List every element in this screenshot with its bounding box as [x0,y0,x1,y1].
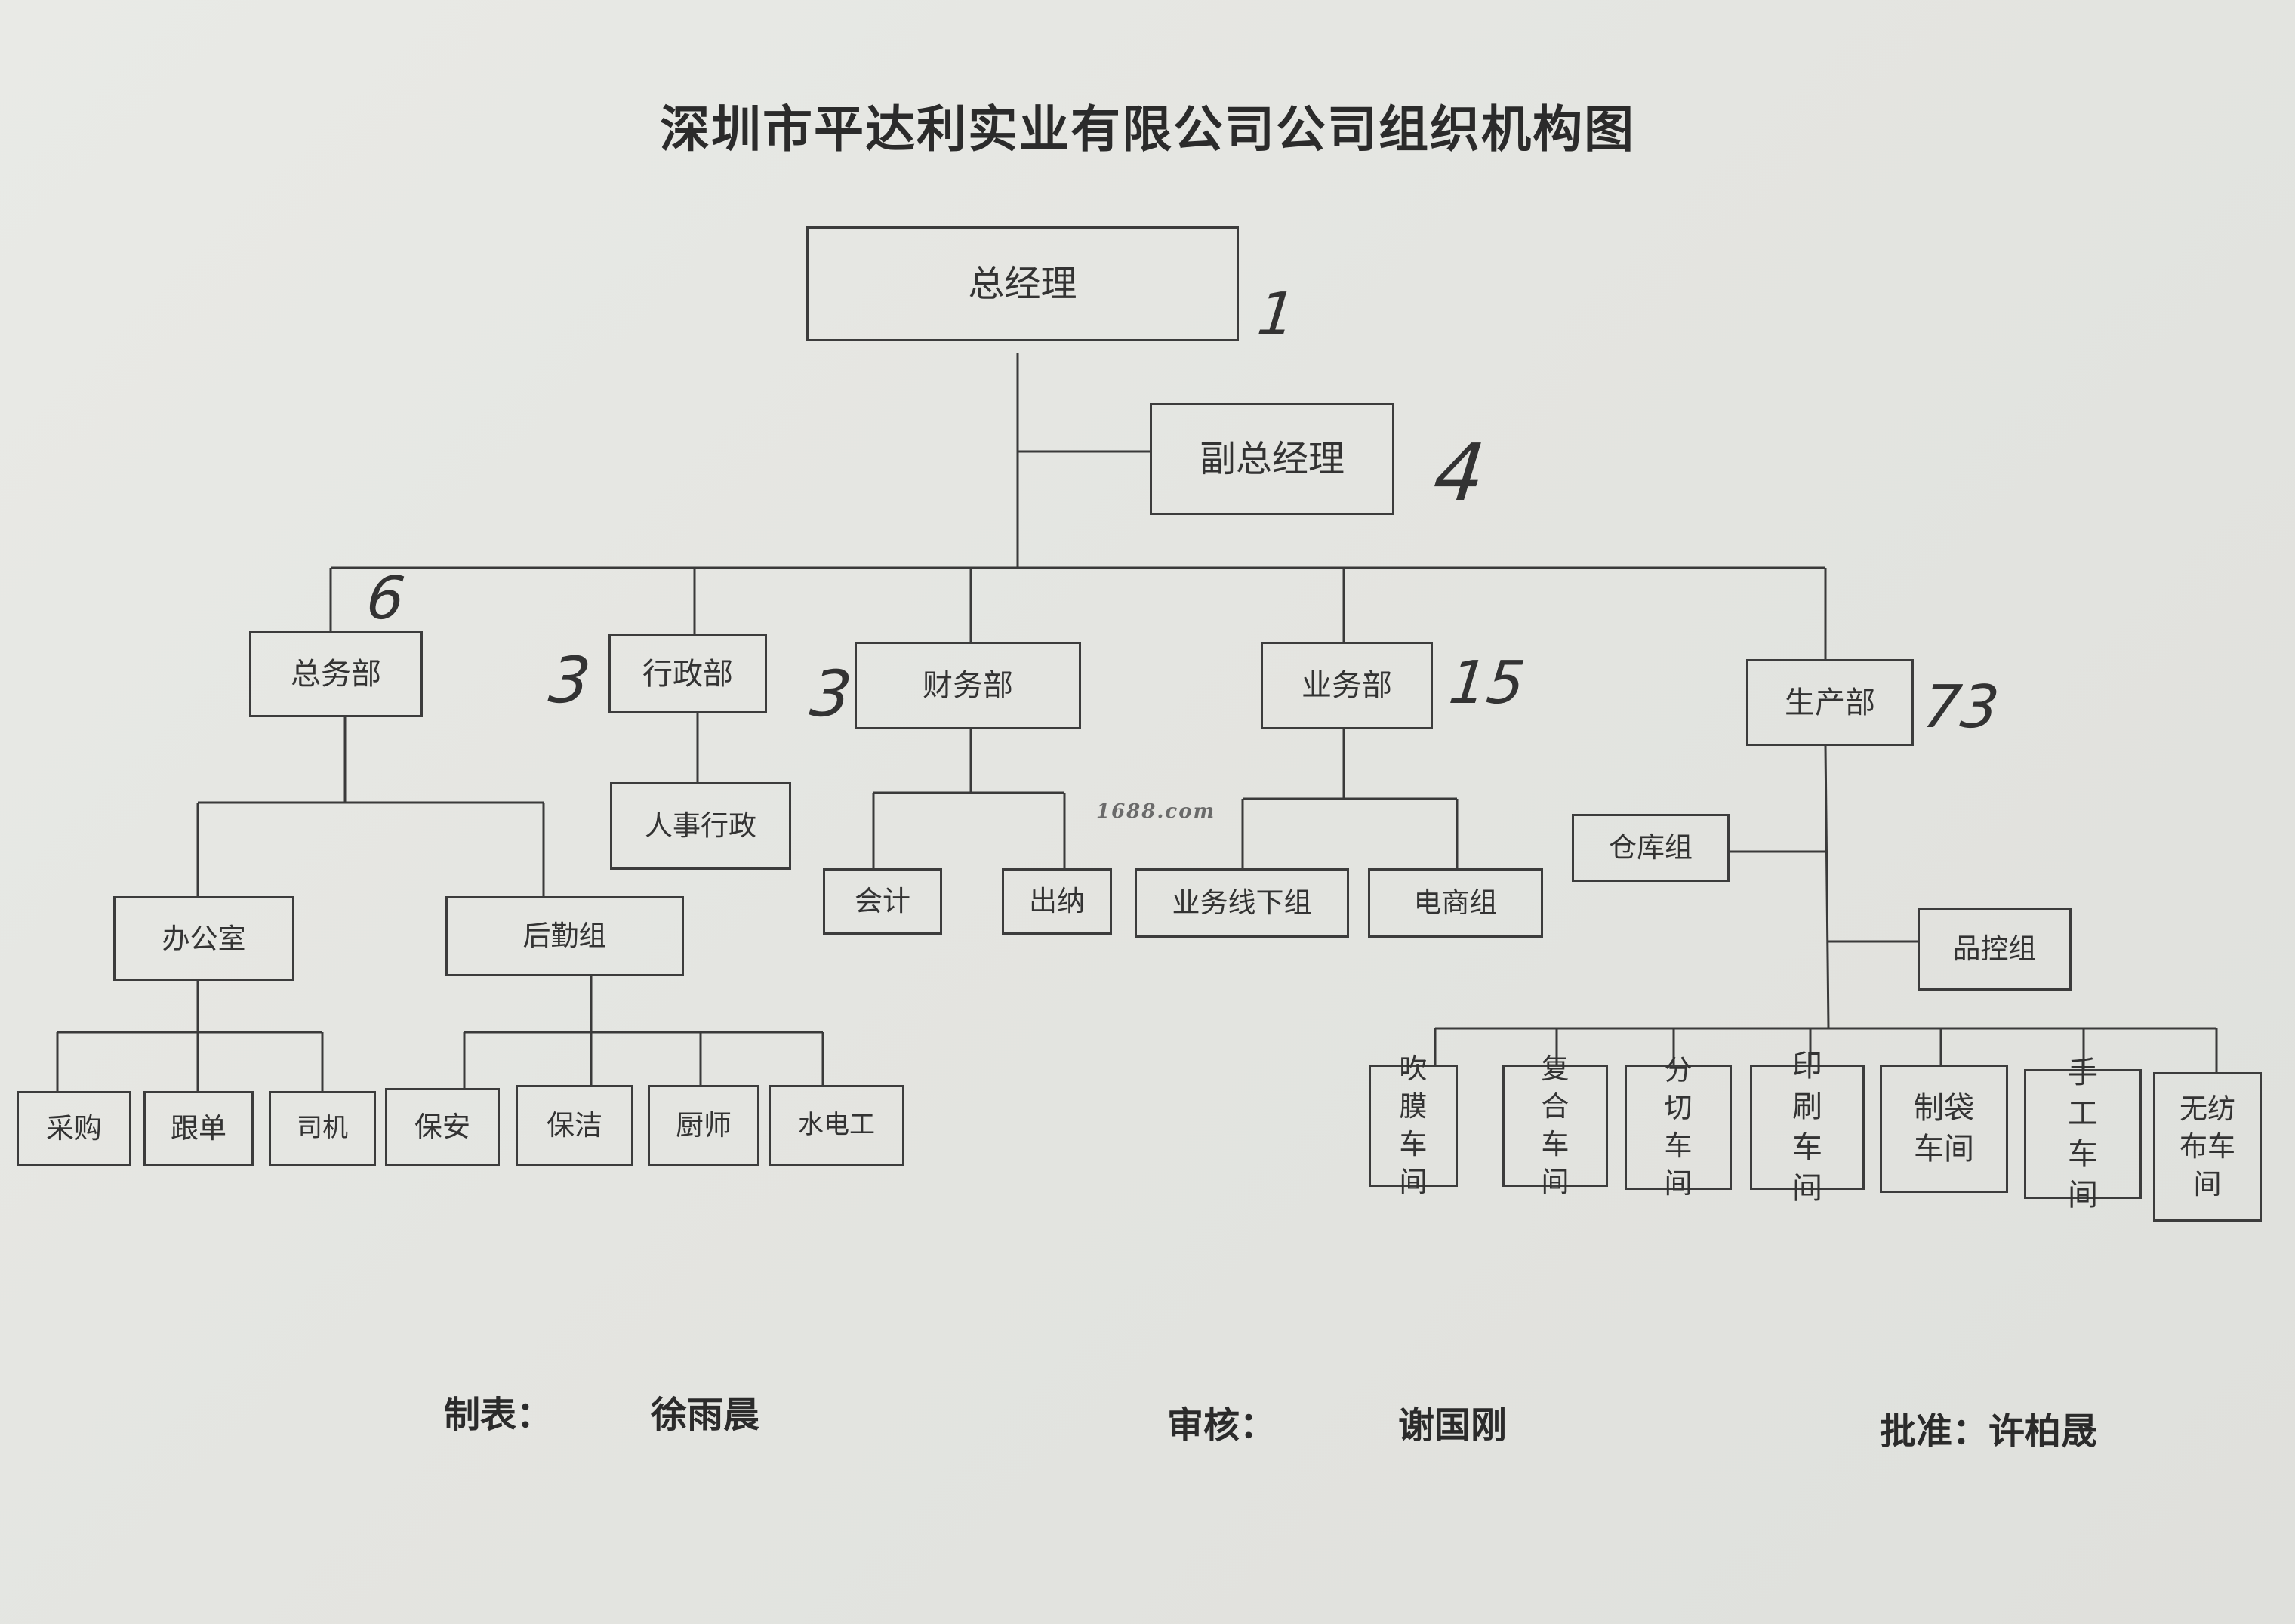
footer-prepared-label: 制表： [444,1394,553,1436]
headcount-general-affairs: 6 [363,565,408,633]
chart-title: 深圳市平达利实业有限公司公司组织机构图 [660,100,1635,159]
headcount-finance: 3 [806,657,855,731]
node-offline-sales-group: 业务线下组 [1135,868,1349,938]
node-office: 办公室 [113,896,294,981]
node-cashier: 出纳 [1002,868,1112,935]
watermark: 1688.com [1096,800,1216,823]
node-laminating-workshop: 复合车间 [1502,1052,1608,1198]
node-slitting-workshop: 分切车间 [1625,1054,1732,1200]
node-general-affairs-dept: 总务部 [249,631,423,717]
node-cleaning: 保洁 [516,1085,633,1166]
headcount-deputy-general-manager: 4 [1429,427,1489,519]
node-merchandising: 跟单 [143,1091,254,1166]
node-nonwoven-workshop: 无纺布车间 [2153,1072,2262,1222]
node-general-manager: 总经理 [806,226,1239,341]
node-driver: 司机 [269,1091,376,1166]
node-deputy-general-manager: 副总经理 [1150,403,1394,515]
node-bag-making-workshop: 制袋车间 [1880,1065,2008,1193]
footer-prepared-name: 徐雨晨 [651,1394,760,1436]
node-logistics-group: 后勤组 [445,896,684,976]
headcount-general-manager: 1 [1254,281,1299,349]
headcount-admin: 3 [545,643,594,717]
node-plumber-electrician: 水电工 [769,1085,904,1166]
node-accounting: 会计 [823,868,942,935]
headcount-business: 15 [1446,649,1528,717]
node-warehouse-group: 仓库组 [1572,814,1730,882]
footer-reviewed-name: 谢国刚 [1398,1404,1508,1447]
footer-approved: 批准：许柏晟 [1880,1410,2098,1453]
node-production-dept: 生产部 [1746,659,1914,746]
node-quality-control-group: 品控组 [1918,908,2072,991]
node-manual-workshop: 手工车间 [2024,1055,2142,1213]
node-admin-dept: 行政部 [608,634,767,713]
node-printing-workshop: 印刷车间 [1750,1049,1865,1206]
headcount-production: 73 [1920,673,2002,741]
node-hr-admin: 人事行政 [610,782,791,870]
node-security: 保安 [385,1088,500,1166]
node-film-blowing-workshop: 吹膜车间 [1369,1052,1458,1198]
node-finance-dept: 财务部 [855,642,1081,729]
node-chef: 厨师 [648,1085,759,1166]
footer-reviewed-label: 审核： [1167,1404,1277,1447]
node-ecommerce-group: 电商组 [1368,868,1543,938]
node-purchasing: 采购 [17,1091,131,1166]
node-business-dept: 业务部 [1261,642,1433,729]
